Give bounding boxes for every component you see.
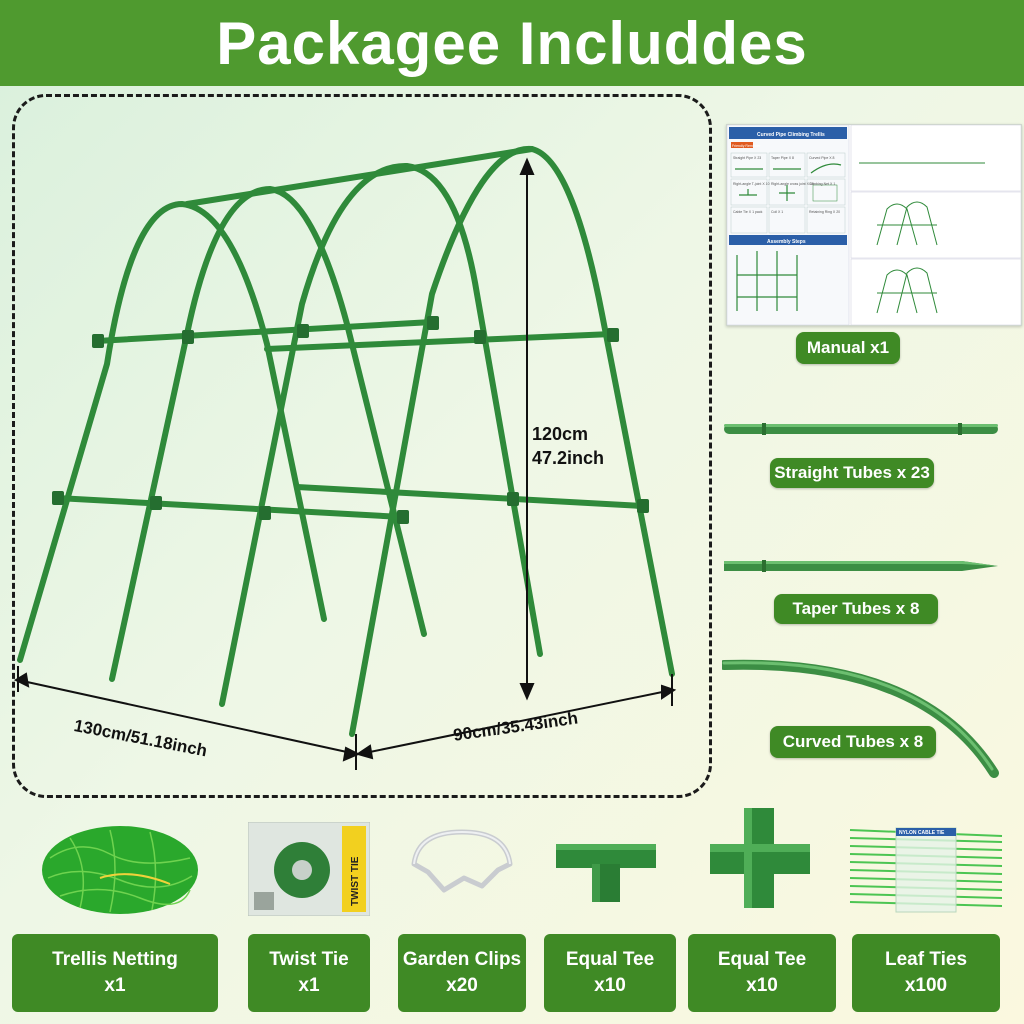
trellis-netting-label: Trellis Netting x1 bbox=[12, 934, 218, 1012]
manual-part-label: Climbing Net X 1 bbox=[809, 182, 835, 186]
item-name: Trellis Netting bbox=[52, 949, 178, 970]
item-name: Leaf Ties bbox=[884, 949, 968, 970]
item-quantity: x10 bbox=[746, 975, 778, 996]
rail-lower-right bbox=[294, 484, 645, 509]
equal-tee-image bbox=[556, 844, 656, 902]
curved-tubes-label: Curved Tubes x 8 bbox=[770, 726, 936, 758]
twist-tie-image: TWIST TIE bbox=[248, 822, 370, 916]
straight-tubes-label: Straight Tubes x 23 bbox=[770, 458, 934, 488]
height-inch-label: 47.2inch bbox=[532, 448, 605, 468]
page-title: Packagee Includdes bbox=[216, 9, 808, 77]
garden-clips-image bbox=[411, 829, 513, 893]
manual-part-label: Cable Tie X 1 pack bbox=[733, 210, 763, 214]
trellis-frame bbox=[12, 94, 712, 798]
manual-label: Manual x1 bbox=[796, 332, 900, 364]
manual-part-label: Right-angle cross joint X 10 bbox=[771, 182, 814, 186]
garden-clips-label: Garden Clips x20 bbox=[398, 934, 526, 1012]
header-banner: Packagee Includdes bbox=[0, 0, 1024, 86]
ridge-pipe bbox=[184, 146, 535, 207]
manual-part-label: Curved Pipe X 8 bbox=[809, 156, 835, 160]
taper-tubes-label: Taper Tubes x 8 bbox=[774, 594, 938, 624]
item-quantity: x10 bbox=[594, 975, 626, 996]
arch-1 bbox=[17, 200, 327, 663]
twist-tie-label: Twist Tie x1 bbox=[248, 934, 370, 1012]
equal-tee-label: Equal Tee x10 bbox=[544, 934, 676, 1012]
item-quantity: x100 bbox=[904, 975, 948, 996]
manual-part-label: Right-angle T-joint X 10 bbox=[733, 182, 770, 186]
leaf-ties-image: NYLON CABLE TIE bbox=[849, 827, 1003, 913]
manual-part-label: Straight Pipe X 23 bbox=[733, 156, 761, 160]
rail-upper-right bbox=[264, 331, 615, 352]
arch-3 bbox=[219, 162, 543, 707]
manual-part-label: Coil X 1 bbox=[771, 210, 783, 214]
trellis-netting-image bbox=[42, 826, 198, 914]
item-name: Twist Tie bbox=[269, 949, 349, 970]
rail-upper-left bbox=[94, 319, 435, 344]
trellis-illustration bbox=[13, 145, 677, 770]
item-name: Garden Clips bbox=[402, 949, 522, 970]
equal-cross-image bbox=[710, 808, 810, 908]
item-quantity: x1 bbox=[298, 975, 320, 996]
item-quantity: x1 bbox=[104, 975, 126, 996]
manual-sheet-graphic: Curved Pipe Climbing Trellis Friendly Re… bbox=[726, 124, 1022, 326]
curved-tube-image bbox=[722, 659, 999, 778]
manual-image: Curved Pipe Climbing Trellis Friendly Re… bbox=[726, 124, 1022, 326]
manual-title-text: Curved Pipe Climbing Trellis bbox=[757, 132, 825, 138]
leaf-ties-label: Leaf Ties x100 bbox=[852, 934, 1000, 1012]
item-quantity: x20 bbox=[446, 975, 478, 996]
straight-tube-image bbox=[724, 423, 998, 435]
leaf-ties-package-text: NYLON CABLE TIE bbox=[899, 830, 945, 836]
twist-tie-package-text: TWIST TIE bbox=[350, 856, 361, 906]
manual-section-text: Assembly Steps bbox=[767, 239, 806, 245]
height-cm-label: 120cm bbox=[532, 424, 589, 444]
item-name: Equal Tee bbox=[565, 949, 655, 970]
arch-4 bbox=[349, 145, 675, 737]
equal-tee-cross-label: Equal Tee x10 bbox=[688, 934, 836, 1012]
rail-lower-left bbox=[54, 495, 405, 520]
manual-reminder-text: Friendly Reminder bbox=[732, 144, 761, 148]
taper-tube-image bbox=[724, 560, 998, 572]
item-name: Equal Tee bbox=[717, 949, 807, 970]
manual-part-label: Taper Pipe X 8 bbox=[771, 156, 794, 160]
manual-part-label: Retaining Ring X 20 bbox=[809, 210, 840, 214]
